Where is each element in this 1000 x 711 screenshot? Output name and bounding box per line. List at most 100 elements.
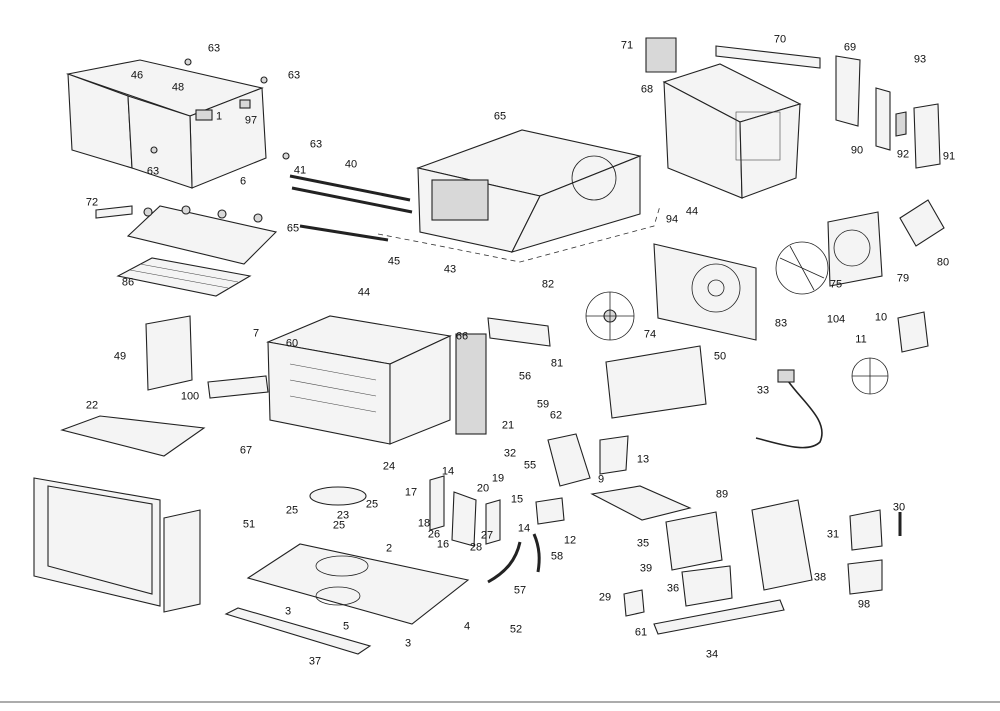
top-plate: [95, 205, 278, 265]
door: [33, 477, 201, 613]
callout-label: 10: [874, 311, 888, 324]
callout-label: 5: [342, 620, 350, 633]
oven-cavity: [266, 315, 487, 445]
callout-label: 70: [773, 33, 787, 46]
callout-label: 20: [476, 482, 490, 495]
callout-label: 63: [146, 165, 160, 178]
callout-label: 97: [244, 114, 258, 127]
convection-fan-motor: [775, 199, 945, 295]
heater-rods: [289, 174, 413, 242]
callout-label: 16: [436, 538, 450, 551]
control-frame: [590, 485, 902, 635]
callout-label: 83: [774, 317, 788, 330]
callout-label: 25: [365, 498, 379, 511]
callout-label: 69: [843, 41, 857, 54]
side-panels: [60, 315, 269, 457]
convection-fan: [585, 291, 635, 341]
callout-label: 104: [826, 313, 846, 326]
callout-label: 14: [517, 522, 531, 535]
callout-label: 15: [510, 493, 524, 506]
callout-label: 65: [286, 222, 300, 235]
callout-label: 56: [518, 370, 532, 383]
callout-label: 28: [469, 541, 483, 554]
callout-label: 46: [130, 69, 144, 82]
callout-label: 92: [896, 148, 910, 161]
callout-label: 24: [382, 460, 396, 473]
callout-label: 31: [826, 528, 840, 541]
callout-label: 63: [207, 42, 221, 55]
callout-label: 68: [640, 83, 654, 96]
heater-element: [487, 317, 551, 347]
callout-label: 17: [404, 486, 418, 499]
callout-label: 45: [387, 255, 401, 268]
callout-label: 32: [503, 447, 517, 460]
callout-label: 2: [385, 542, 393, 555]
callout-label: 86: [121, 276, 135, 289]
callout-label: 58: [550, 550, 564, 563]
callout-label: 38: [813, 571, 827, 584]
callout-label: 23: [336, 509, 350, 522]
callout-label: 25: [285, 504, 299, 517]
callout-label: 72: [85, 196, 99, 209]
callout-label: 14: [441, 465, 455, 478]
turntable: [309, 486, 367, 506]
callout-label: 81: [550, 357, 564, 370]
callout-label: 80: [936, 256, 950, 269]
door-latch-parts: [429, 475, 541, 584]
callout-label: 100: [180, 390, 200, 403]
callout-label: 39: [639, 562, 653, 575]
callout-label: 30: [892, 501, 906, 514]
callout-label: 13: [636, 453, 650, 466]
callout-label: 49: [113, 350, 127, 363]
callout-label: 65: [493, 110, 507, 123]
callout-label: 63: [287, 69, 301, 82]
callout-label: 90: [850, 144, 864, 157]
callout-label: 34: [705, 648, 719, 661]
callout-label: 82: [541, 278, 555, 291]
callout-label: 29: [598, 591, 612, 604]
callout-label: 26: [427, 528, 441, 541]
callout-label: 11: [855, 333, 867, 346]
callout-label: 79: [896, 272, 910, 285]
grill-rack: [116, 257, 252, 297]
convection-chamber: [645, 37, 821, 199]
side-brackets: [835, 55, 941, 169]
callout-label: 22: [85, 399, 99, 412]
rear-casing: [377, 129, 661, 263]
callout-label: 9: [597, 473, 605, 486]
callout-label: 33: [756, 384, 770, 397]
air-guide: [605, 345, 707, 419]
callout-label: 63: [309, 138, 323, 151]
callout-label: 50: [713, 350, 727, 363]
callout-label: 25: [332, 519, 346, 532]
callout-label: 61: [634, 626, 648, 639]
callout-label: 21: [501, 419, 515, 432]
callout-label: 62: [549, 409, 563, 422]
callout-label: 41: [293, 164, 307, 177]
callout-label: 40: [344, 158, 358, 171]
callout-label: 44: [357, 286, 371, 299]
callout-label: 74: [643, 328, 657, 341]
callout-label: 89: [715, 488, 729, 501]
callout-label: 59: [536, 398, 550, 411]
callout-label: 67: [239, 444, 253, 457]
callout-label: 52: [509, 623, 523, 636]
callout-label: 75: [829, 278, 843, 291]
callout-label: 37: [308, 655, 322, 668]
callout-label: 35: [636, 537, 650, 550]
callout-label: 43: [443, 263, 457, 276]
callout-label: 3: [284, 605, 292, 618]
callout-label: 94: [665, 213, 679, 226]
transformer: [535, 433, 629, 525]
callout-label: 71: [620, 39, 634, 52]
callout-label: 48: [171, 81, 185, 94]
callout-label: 98: [857, 598, 871, 611]
callout-label: 60: [285, 337, 299, 350]
fan-plate: [653, 243, 757, 341]
callout-label: 6: [239, 175, 247, 188]
callout-label: 27: [480, 529, 494, 542]
callout-label: 7: [252, 327, 260, 340]
callout-label: 93: [913, 53, 927, 66]
